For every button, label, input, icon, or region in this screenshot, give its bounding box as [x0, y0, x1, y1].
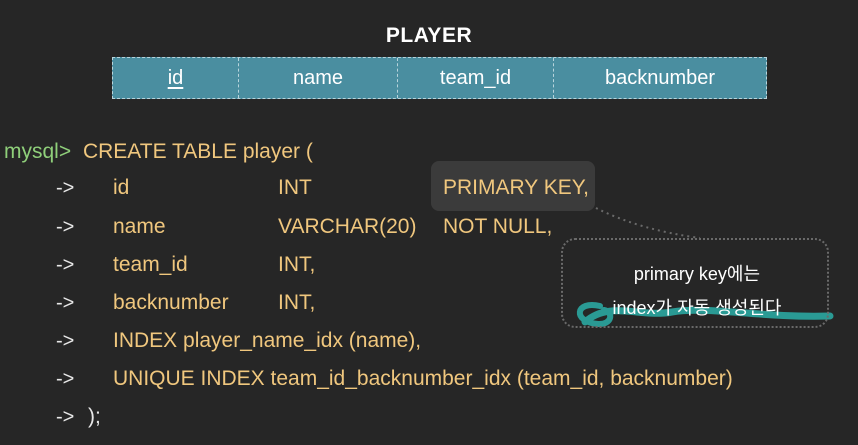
column-def-type: VARCHAR(20)	[278, 215, 417, 238]
column-def-name: team_id	[113, 253, 188, 276]
column-def-type: INT,	[278, 253, 316, 276]
continuation-arrow: ->	[56, 254, 75, 276]
continuation-arrow: ->	[56, 292, 75, 314]
note-line-2: index가 자동 생성된다	[612, 298, 782, 318]
column-def-type: INT,	[278, 291, 316, 314]
continuation-arrow: ->	[56, 330, 75, 352]
column-def-name: name	[113, 215, 166, 238]
continuation-arrow: ->	[56, 406, 75, 428]
continuation-arrow: ->	[56, 368, 75, 390]
marker-swirl	[576, 301, 614, 327]
continuation-arrow: ->	[56, 216, 75, 238]
index-definition: INDEX player_name_idx (name),	[113, 329, 422, 352]
closing-paren: );	[88, 405, 101, 428]
primary-key-highlight	[431, 161, 595, 211]
column-def-name: id	[113, 176, 130, 199]
create-statement: CREATE TABLE player (	[82, 140, 313, 163]
column-id: id	[113, 58, 239, 98]
code-line-team-id: -> team_id INT,	[0, 250, 540, 280]
column-def-name: backnumber	[113, 291, 229, 314]
column-backnumber: backnumber	[604, 66, 716, 89]
code-line-backnumber: -> backnumber INT,	[0, 288, 540, 318]
marker-underline	[581, 306, 834, 326]
code-line-create: mysql> CREATE TABLE player (	[4, 137, 313, 167]
column-def-constraint: PRIMARY KEY,	[443, 176, 589, 199]
column-def-type: INT	[278, 176, 312, 199]
annotation-note: primary key에는 index가 자동 생성된다	[561, 238, 829, 328]
code-line-id: -> id INT PRIMARY KEY,	[0, 173, 858, 203]
code-line-closing: -> );	[0, 402, 200, 432]
column-def-constraint: NOT NULL,	[443, 215, 553, 238]
mysql-prompt: mysql>	[4, 140, 72, 163]
code-line-index: -> INDEX player_name_idx (name),	[0, 326, 858, 356]
continuation-arrow: ->	[56, 177, 75, 199]
column-team-id: team_id	[398, 58, 554, 98]
code-line-name: -> name VARCHAR(20) NOT NULL,	[0, 212, 858, 242]
unique-index-definition: UNIQUE INDEX team_id_backnumber_idx (tea…	[113, 367, 733, 390]
code-line-unique-index: -> UNIQUE INDEX team_id_backnumber_idx (…	[0, 364, 858, 394]
table-title: PLAYER	[385, 24, 473, 47]
table-schema-header: id name team_id backnumber	[112, 57, 767, 99]
column-name: name	[239, 58, 398, 98]
note-line-1: primary key에는	[633, 264, 761, 284]
